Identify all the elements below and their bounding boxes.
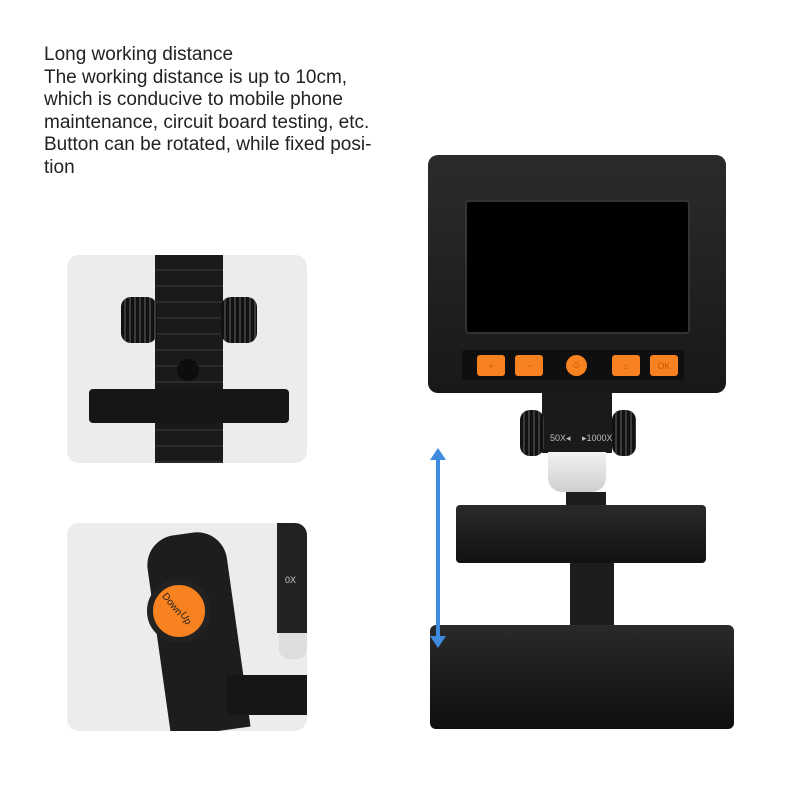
desc-line: which is conducive to mobile phone	[44, 89, 343, 110]
led-ring	[548, 452, 606, 492]
screw	[177, 359, 199, 381]
focus-knob[interactable]: Down Up	[147, 579, 211, 643]
feature-description: Long working distance The working distan…	[44, 44, 424, 179]
lcd-screen	[465, 200, 690, 334]
inset-side-view: 0X Down Up	[67, 523, 307, 731]
inset-rear-view	[67, 255, 307, 463]
zoom-min-label: 50X◂	[550, 433, 571, 443]
base-plate	[430, 625, 734, 729]
ok-button[interactable]: OK	[650, 355, 678, 376]
zoom-out-button[interactable]: −	[515, 355, 543, 376]
right-knob-icon	[221, 297, 257, 343]
stand-column	[570, 563, 614, 635]
desc-line: maintenance, circuit board testing, etc.	[44, 111, 370, 133]
zoom-max-label: ▸1000X	[582, 433, 613, 443]
left-focus-knob[interactable]	[520, 410, 544, 456]
inset-zoom-label: 0X	[285, 575, 297, 585]
capture-button[interactable]: ⊙	[566, 355, 587, 376]
height-arrow-icon	[430, 448, 446, 648]
zoom-in-button[interactable]: +	[477, 355, 505, 376]
left-knob-icon	[121, 297, 157, 343]
home-button[interactable]: ⌂	[612, 355, 640, 376]
right-focus-knob[interactable]	[612, 410, 636, 456]
desc-line: Button can be rotated, while fixed posi-	[44, 134, 372, 155]
desc-line: The working distance is up to 10cm,	[44, 66, 348, 88]
feature-title: Long working distance	[44, 44, 234, 65]
stage-plate	[89, 389, 289, 423]
lens-tube	[277, 523, 307, 633]
desc-line: tion	[44, 156, 75, 178]
stage-plate	[227, 675, 307, 715]
lens-barrel	[542, 393, 612, 453]
led-ring	[279, 633, 307, 659]
stage-plate	[456, 505, 706, 563]
